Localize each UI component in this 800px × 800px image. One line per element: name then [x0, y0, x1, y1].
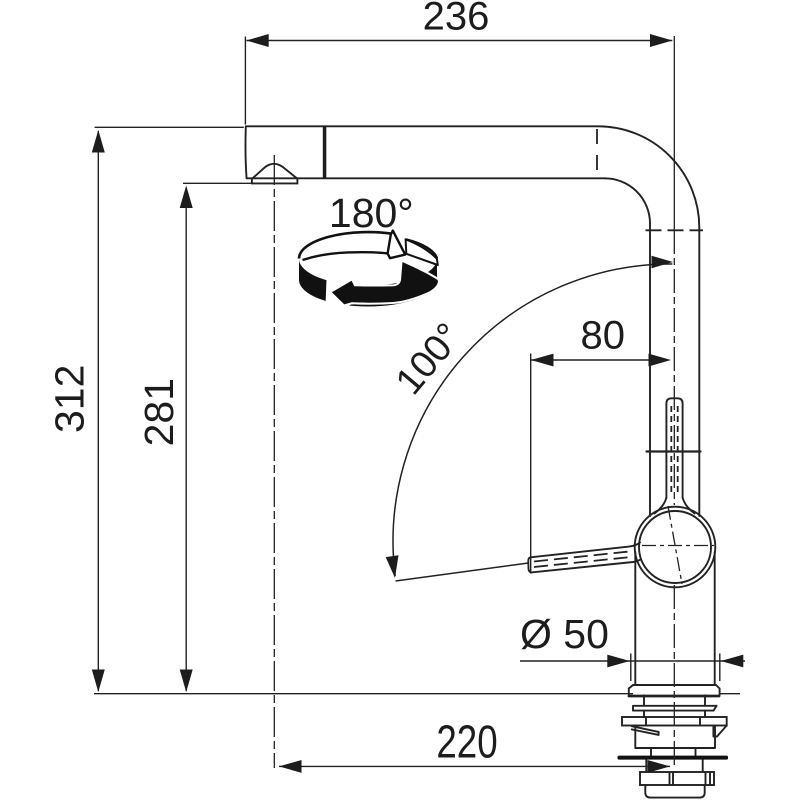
svg-text:220: 220	[436, 715, 497, 767]
svg-text:281: 281	[136, 378, 182, 446]
svg-text:236: 236	[423, 0, 490, 39]
svg-text:180°: 180°	[329, 190, 414, 236]
svg-text:80: 80	[581, 314, 626, 358]
svg-text:312: 312	[47, 365, 93, 433]
svg-text:Ø 50: Ø 50	[520, 611, 609, 657]
